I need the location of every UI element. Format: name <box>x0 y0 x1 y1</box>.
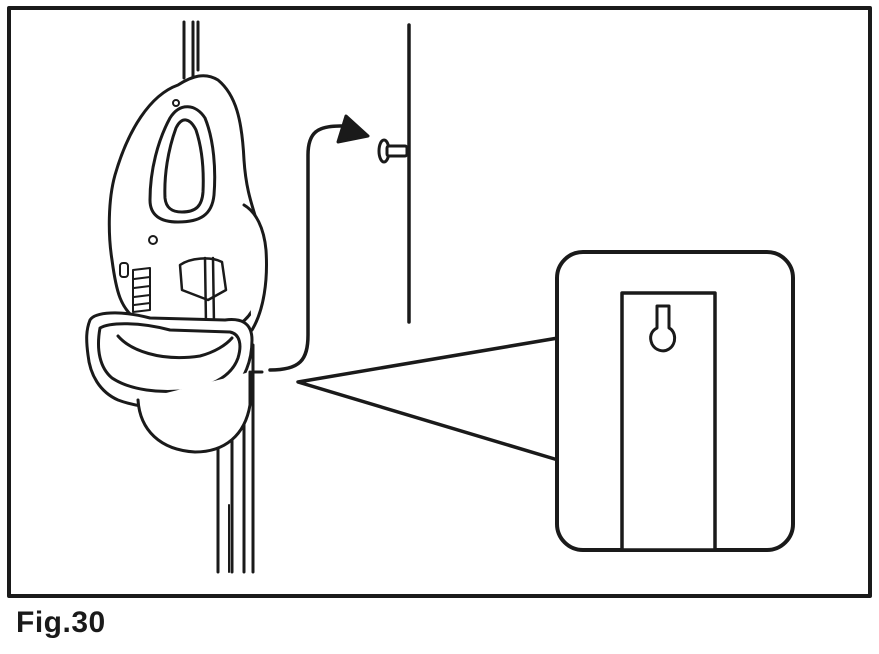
keyhole-slot-icon <box>649 304 677 353</box>
arrow-icon <box>268 114 370 372</box>
instruction-diagram <box>7 6 872 598</box>
figure-frame <box>7 6 872 598</box>
figure-caption: Fig.30 <box>16 606 106 639</box>
hedge-trimmer-icon <box>85 20 268 574</box>
wall-nail-icon <box>377 138 409 164</box>
callout-pointer <box>296 336 560 462</box>
